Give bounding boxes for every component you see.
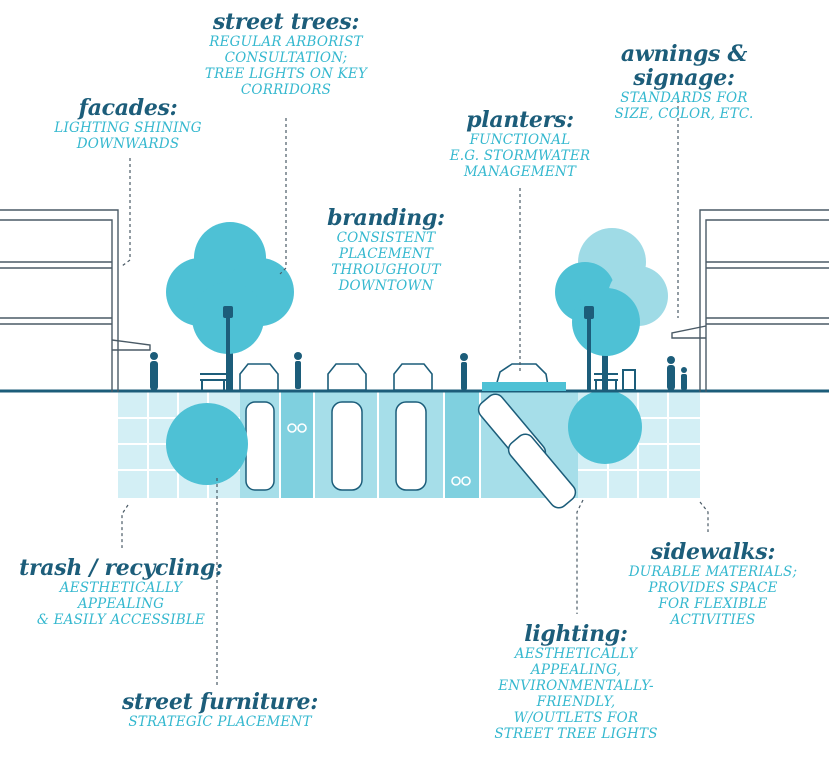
facades-line: DOWNWARDS <box>76 136 180 152</box>
awnings-line: SIZE, COLOR, ETC. <box>614 106 754 122</box>
branding-line: THROUGHOUT <box>331 262 441 278</box>
bike-lane-left <box>280 392 314 498</box>
facades-line: LIGHTING SHINING <box>54 120 202 136</box>
leader-lines <box>121 100 709 688</box>
trash-can-icon <box>622 369 636 391</box>
car-elevation-2 <box>327 363 367 391</box>
plan-tree-left <box>166 403 248 485</box>
bike-symbols <box>287 423 471 486</box>
planters-line: E.G. STORMWATER <box>449 148 591 164</box>
callout-street-trees: street trees: REGULAR ARBORIST CONSULTAT… <box>186 10 386 98</box>
street-trees-title: street trees: <box>212 9 360 35</box>
parked-car-plan <box>245 401 275 491</box>
callout-facades: facades: LIGHTING SHINING DOWNWARDS <box>38 96 218 152</box>
leader-sidewalks <box>699 501 709 532</box>
branding-line: CONSISTENT <box>336 230 436 246</box>
street-light-left <box>223 306 233 392</box>
awnings-line: STANDARDS FOR <box>620 90 748 106</box>
leader-lighting <box>576 499 584 614</box>
leader-facades <box>121 158 131 267</box>
car-elevation-1 <box>239 363 279 391</box>
branding-title: branding: <box>327 205 445 231</box>
car-plan-lane-2 <box>395 401 427 491</box>
lighting-line: W/OUTLETS FOR <box>513 710 639 726</box>
lighting-line: APPEALING, <box>530 662 622 678</box>
lighting-line: FRIENDLY, <box>536 694 616 710</box>
callout-trash: trash / recycling: AESTHETICALLY APPEALI… <box>16 556 226 628</box>
callout-sidewalks: sidewalks: DURABLE MATERIALS; PROVIDES S… <box>600 540 826 628</box>
furniture-line: STRATEGIC PLACEMENT <box>128 714 312 730</box>
elevation-tree-left <box>166 222 294 392</box>
callout-branding: branding: CONSISTENT PLACEMENT THROUGHOU… <box>306 206 466 294</box>
street-trees-line: TREE LIGHTS ON KEY <box>204 66 368 82</box>
car-elevation-3 <box>393 363 433 391</box>
callout-furniture: street furniture: STRATEGIC PLACEMENT <box>110 690 330 730</box>
trash-line: APPEALING <box>77 596 165 612</box>
lighting-title: lighting: <box>524 621 628 647</box>
sidewalks-line: FOR FLEXIBLE <box>658 596 768 612</box>
branding-line: PLACEMENT <box>338 246 434 262</box>
lighting-line: STREET TREE LIGHTS <box>494 726 658 742</box>
street-trees-line: REGULAR ARBORIST <box>209 34 363 50</box>
planters-line: FUNCTIONAL <box>469 132 571 148</box>
elevation-tree-right <box>555 228 668 392</box>
trash-title: trash / recycling: <box>19 555 223 581</box>
pedestrians <box>150 352 687 390</box>
leader-trash <box>121 504 129 548</box>
street-trees-line: CONSULTATION; <box>224 50 348 66</box>
plan-cars <box>245 393 577 509</box>
leader-street-trees <box>279 118 287 275</box>
trash-line: AESTHETICALLY <box>59 580 183 596</box>
left-building <box>0 209 151 392</box>
furniture-title: street furniture: <box>121 689 319 715</box>
angled-car-plan-2 <box>507 433 577 509</box>
street-trees-line: CORRIDORS <box>240 82 332 98</box>
callout-lighting: lighting: AESTHETICALLY APPEALING, ENVIR… <box>476 622 676 742</box>
right-building <box>671 209 829 392</box>
trash-line: & EASILY ACCESSIBLE <box>36 612 206 628</box>
benches <box>200 373 618 390</box>
sidewalks-title: sidewalks: <box>650 539 776 565</box>
plan-view <box>118 390 700 509</box>
cyclists <box>294 352 468 390</box>
lighting-line: AESTHETICALLY <box>514 646 638 662</box>
sidewalks-line: PROVIDES SPACE <box>648 580 778 596</box>
sidewalks-line: ACTIVITIES <box>670 612 756 628</box>
planters-line: MANAGEMENT <box>463 164 577 180</box>
planters-title: planters: <box>466 107 574 133</box>
plan-tree-right <box>568 390 642 464</box>
street-light-right <box>584 306 594 392</box>
awnings-title: awnings & signage: <box>620 41 748 91</box>
callout-planters: planters: FUNCTIONAL E.G. STORMWATER MAN… <box>430 108 610 180</box>
branding-line: DOWNTOWN <box>338 278 434 294</box>
planter-box <box>482 382 566 391</box>
facades-title: facades: <box>78 95 178 121</box>
sidewalks-line: DURABLE MATERIALS; <box>628 564 798 580</box>
car-plan-lane-1 <box>331 401 363 491</box>
callout-awnings: awnings & signage: STANDARDS FOR SIZE, C… <box>584 42 784 122</box>
elevation-cars <box>239 363 549 391</box>
lighting-line: ENVIRONMENTALLY- <box>498 678 654 694</box>
